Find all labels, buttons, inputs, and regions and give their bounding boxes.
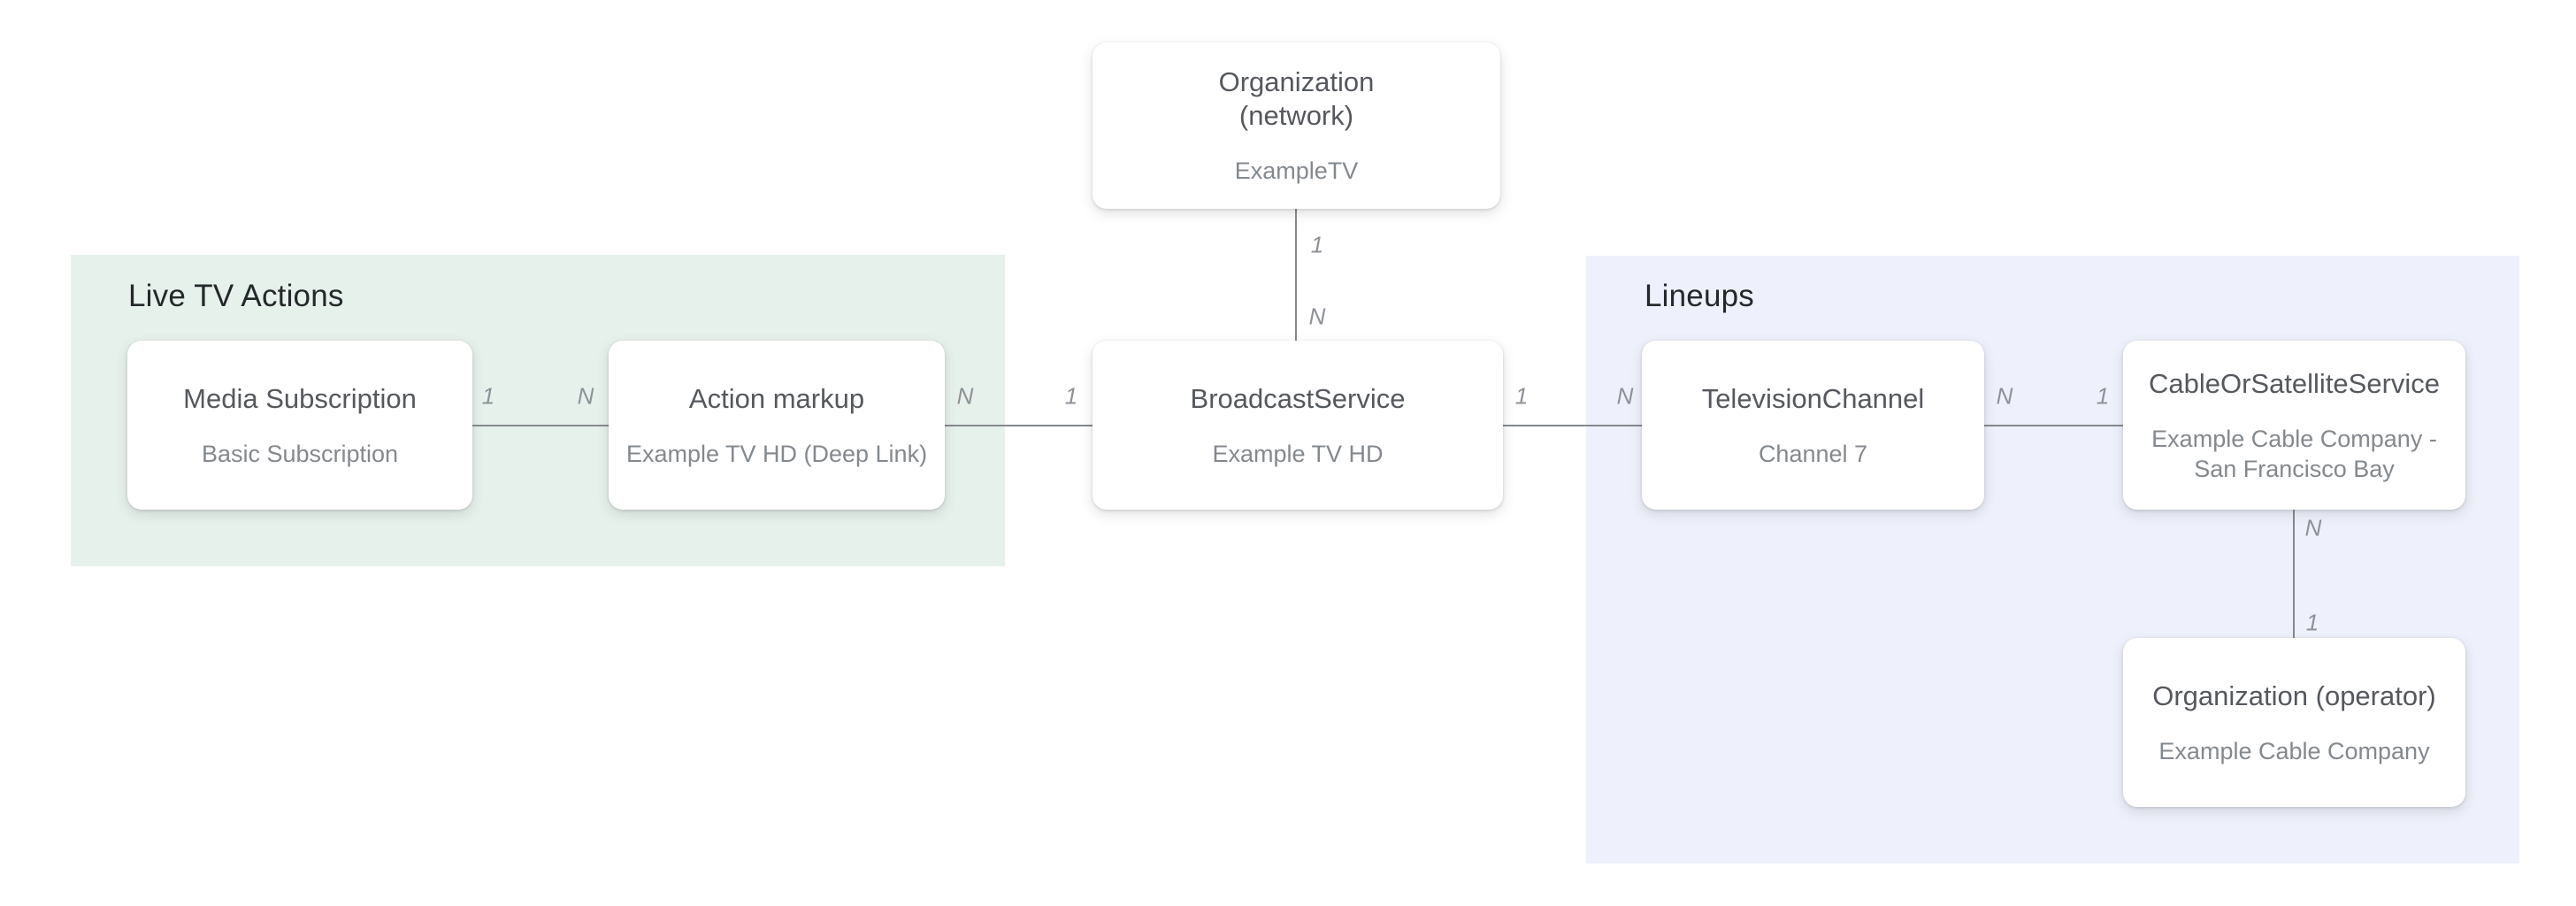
node-broadcastservice: BroadcastService Example TV HD (1092, 341, 1503, 510)
node-subtitle: Example Cable Company (2158, 737, 2430, 764)
node-subtitle: Channel 7 (1758, 440, 1868, 467)
node-organization-network: Organization (network) ExampleTV (1092, 42, 1500, 209)
cardinality-broadcast-right-side: 1 (1514, 382, 1529, 410)
node-action-markup: Action markup Example TV HD (Deep Link) (609, 341, 945, 510)
node-title: BroadcastService (1190, 382, 1406, 414)
node-cableorsatelliteservice: CableOrSatelliteService Example Cable Co… (2123, 341, 2465, 510)
cardinality-broadcast-top-side: N (1308, 303, 1326, 330)
node-organization-operator: Organization (operator) Example Cable Co… (2123, 638, 2465, 807)
cardinality-cable-bottom-side: N (2304, 514, 2322, 541)
node-title: CableOrSatelliteService (2148, 367, 2441, 399)
node-title: Action markup (688, 382, 865, 414)
node-title: Media Subscription (183, 382, 417, 414)
node-subtitle: ExampleTV (1234, 157, 1359, 184)
connector-actionmarkup-broadcastservice (945, 425, 1092, 426)
node-title: Organization (operator) (2152, 680, 2436, 711)
node-title: TelevisionChannel (1701, 382, 1925, 414)
cardinality-action-right-side: N (956, 382, 974, 410)
cardinality-tv-left-side: N (1616, 382, 1634, 410)
lineups-heading: Lineups (1644, 279, 1755, 313)
cardinality-operator-side: 1 (2305, 609, 2319, 636)
connector-network-broadcastservice (1295, 209, 1297, 341)
live-tv-actions-heading: Live TV Actions (128, 279, 344, 313)
node-subtitle: Example TV HD (Deep Link) (625, 440, 928, 467)
node-televisionchannel: TelevisionChannel Channel 7 (1642, 341, 1984, 510)
connector-cableorsatelliteservice-operator (2293, 510, 2295, 638)
node-media-subscription: Media Subscription Basic Subscription (127, 341, 472, 510)
node-subtitle: Example Cable Company - San Francisco Ba… (2151, 425, 2437, 482)
node-title: Organization (network) (1218, 66, 1375, 131)
connector-televisionchannel-cableorsatelliteservice (1984, 425, 2123, 426)
cardinality-cable-left-side: 1 (2096, 382, 2110, 410)
node-subtitle: Basic Subscription (201, 440, 399, 467)
cardinality-broadcast-left-side: 1 (1064, 382, 1078, 410)
connector-broadcastservice-televisionchannel (1503, 425, 1642, 426)
cardinality-tv-right-side: N (1996, 382, 2013, 410)
connector-mediasubscription-actionmarkup (472, 425, 609, 426)
cardinality-action-left-side: N (577, 382, 594, 410)
cardinality-network-side: 1 (1310, 231, 1324, 258)
cardinality-media-side: 1 (481, 382, 495, 410)
node-subtitle: Example TV HD (1212, 440, 1384, 467)
